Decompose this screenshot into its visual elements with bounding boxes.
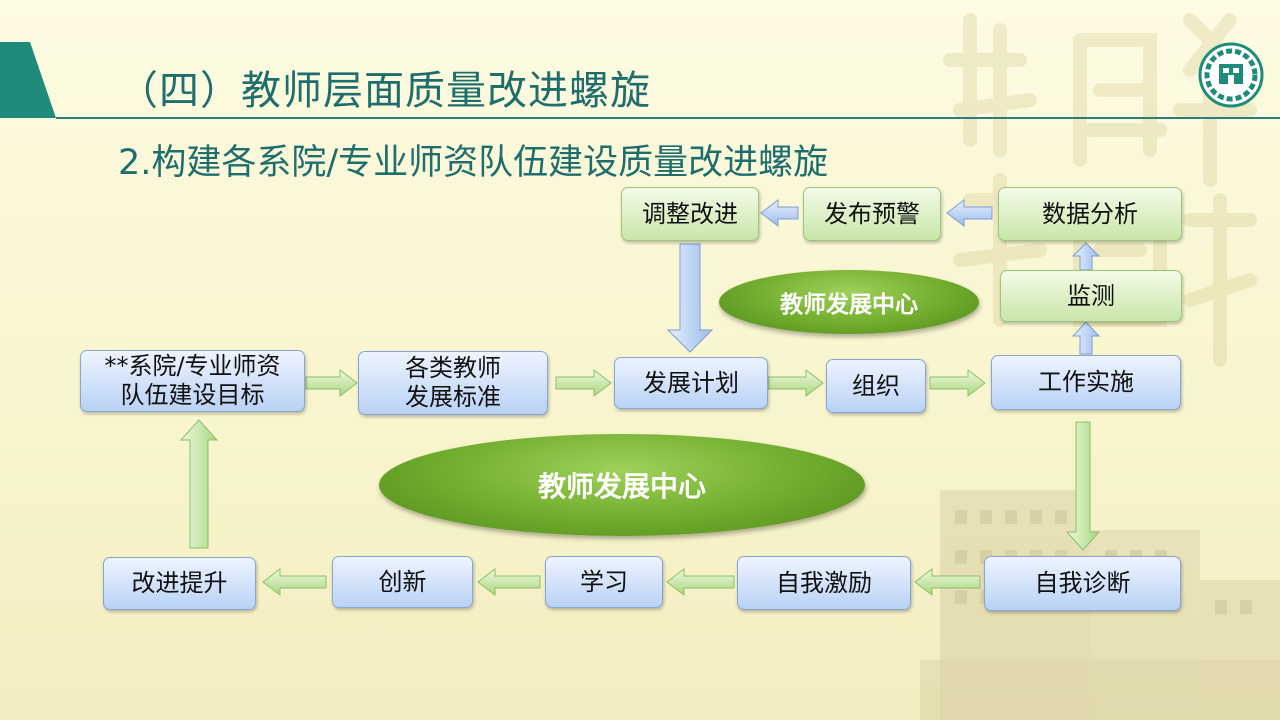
title-divider (56, 117, 1280, 119)
arrow-implement-to-diagnose (1065, 421, 1101, 551)
node-team-goal: **系院/专业师资 队伍建设目标 (80, 350, 305, 412)
teacher-development-center-large: 教师发展中心 (379, 434, 865, 536)
arrow-organize-to-implement (929, 368, 986, 398)
node-organize: 组织 (826, 359, 926, 413)
arrow-diagnose-to-motivate (914, 567, 981, 597)
arrow-analysis-to-warning (946, 198, 993, 228)
arrow-adjust-to-plan (666, 243, 714, 353)
node-team-goal-line1: **系院/专业师资 (104, 352, 281, 381)
arrow-learn-to-innovate (477, 567, 541, 597)
teacher-development-center-small: 教师发展中心 (719, 270, 979, 334)
node-learning: 学习 (545, 556, 663, 608)
node-implementation: 工作实施 (991, 355, 1181, 410)
arrow-monitor-to-analysis (1071, 242, 1101, 271)
title-band (0, 42, 56, 118)
node-team-goal-line2: 队伍建设目标 (120, 381, 265, 409)
node-monitor: 监测 (1000, 270, 1182, 322)
school-emblem-icon (1198, 42, 1264, 108)
arrow-improve-to-goal (179, 419, 219, 549)
node-improvement: 改进提升 (103, 557, 256, 610)
node-innovation: 创新 (332, 556, 473, 608)
node-development-standard-line2: 发展标准 (405, 383, 501, 411)
slide-subtitle: 2.构建各系院/专业师资队伍建设质量改进螺旋 (118, 143, 829, 183)
node-issue-warning: 发布预警 (803, 187, 941, 241)
slide-title: （四）教师层面质量改进螺旋 (118, 68, 651, 114)
node-development-plan: 发展计划 (614, 357, 768, 409)
arrow-standard-to-plan (555, 368, 612, 398)
arrow-implement-to-monitor (1071, 321, 1101, 355)
node-self-diagnosis: 自我诊断 (984, 556, 1181, 611)
arrow-goal-to-standard (305, 368, 358, 398)
arrow-plan-to-organize (767, 368, 824, 398)
node-adjust-improve: 调整改进 (621, 187, 759, 241)
arrow-innovate-to-improve (262, 567, 327, 597)
node-development-standard: 各类教师 发展标准 (358, 351, 548, 415)
arrow-warning-to-adjust (760, 198, 799, 228)
node-data-analysis: 数据分析 (998, 187, 1182, 241)
arrow-motivate-to-learn (666, 567, 735, 597)
node-self-motivation: 自我激励 (737, 556, 911, 610)
node-development-standard-line1: 各类教师 (405, 354, 501, 383)
